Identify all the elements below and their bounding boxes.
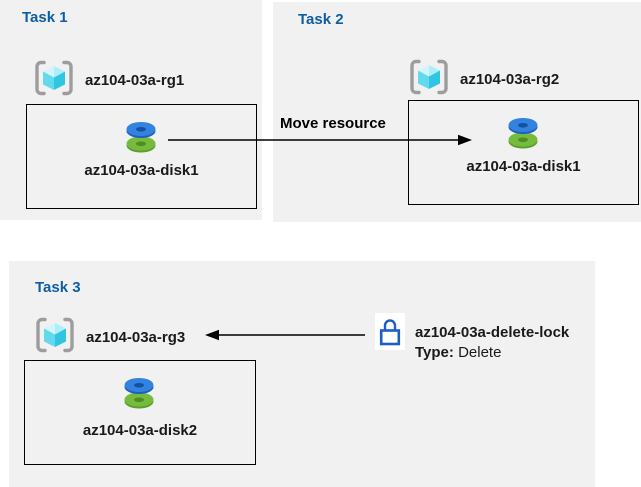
task2-resource-box: az104-03a-disk1 <box>408 100 639 205</box>
disk-icon <box>120 374 158 417</box>
task1-title: Task 1 <box>22 9 68 26</box>
resource-group-icon <box>36 317 74 353</box>
disk-icon <box>504 114 542 157</box>
lock-icon <box>379 319 401 346</box>
disk-icon <box>122 118 160 161</box>
resource-group-icon <box>408 57 450 102</box>
lock-badge <box>375 313 405 350</box>
task3-disk-label: az104-03a-disk2 <box>82 422 198 439</box>
task3-resource-box: az104-03a-disk2 <box>24 360 256 465</box>
task2-title: Task 2 <box>298 11 344 28</box>
task2-resource-group: az104-03a-rg2 <box>408 57 559 102</box>
task3-panel: Task 3 az104-03a-rg3 az104-03a-disk2 <box>9 261 595 487</box>
resource-group-icon <box>410 59 448 95</box>
task1-resource-box: az104-03a-disk1 <box>26 104 257 209</box>
task3-rg-label: az104-03a-rg3 <box>86 329 186 346</box>
task1-rg-label: az104-03a-rg1 <box>85 72 185 89</box>
lock-type-label: Type: Delete <box>415 344 501 361</box>
task1-panel: Task 1 az104-03a-rg1 az104-03a-disk1 <box>0 0 262 220</box>
disk-icon <box>124 378 154 409</box>
task1-resource-group: az104-03a-rg1 <box>33 58 184 103</box>
lock-arrow-icon <box>205 329 365 341</box>
task3-title: Task 3 <box>35 279 81 296</box>
move-arrow-icon <box>168 134 472 146</box>
task3-resource-group: az104-03a-rg3 <box>34 315 185 360</box>
task2-rg-label: az104-03a-rg2 <box>460 71 560 88</box>
task1-disk-label: az104-03a-disk1 <box>84 162 199 179</box>
disk-icon <box>126 122 156 153</box>
lock-type-value: Delete <box>458 344 502 361</box>
lock-type-key: Type: <box>415 344 454 361</box>
lock-name-label: az104-03a-delete-lock <box>415 324 570 341</box>
resource-group-icon <box>35 60 73 96</box>
move-resource-label: Move resource <box>280 115 386 132</box>
task2-disk-label: az104-03a-disk1 <box>466 158 581 175</box>
resource-group-icon <box>34 315 76 360</box>
task2-panel: Task 2 az104-03a-rg2 az104-03a-disk1 <box>273 2 641 222</box>
resource-group-icon <box>33 58 75 103</box>
disk-icon <box>508 118 538 149</box>
